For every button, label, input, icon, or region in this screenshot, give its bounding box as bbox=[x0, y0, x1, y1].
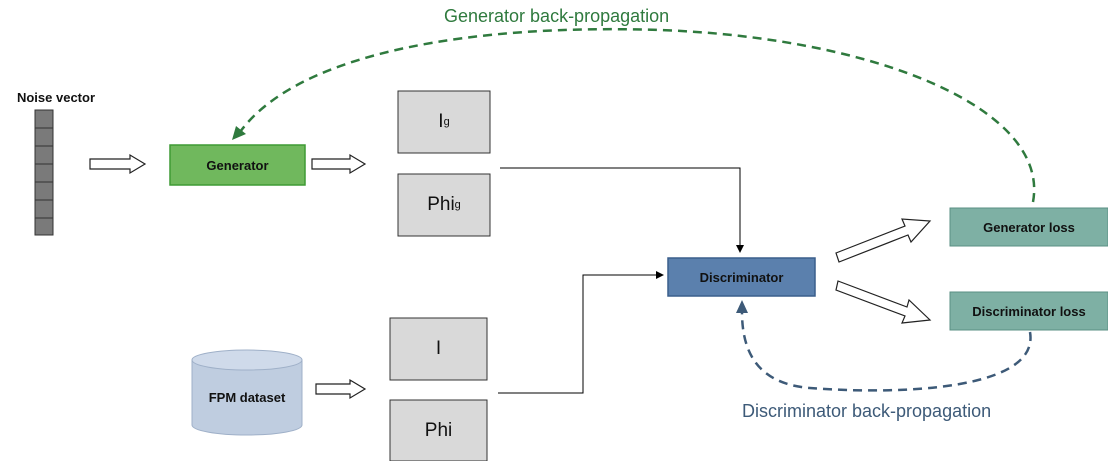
discriminator-backprop-label: Discriminator back-propagation bbox=[742, 401, 992, 421]
real-to-discriminator-line bbox=[498, 271, 664, 394]
discriminator-loss-label: Discriminator loss bbox=[972, 303, 1086, 319]
phi-real-label: Phi bbox=[424, 419, 453, 441]
generator-loss-label: Generator loss bbox=[983, 219, 1075, 235]
i-g-main: I bbox=[438, 111, 444, 132]
discriminator-loss-box bbox=[949, 291, 1108, 331]
generator-backprop-arrowhead bbox=[232, 126, 246, 140]
phi-g-subscript: g bbox=[454, 199, 461, 211]
i-g-box bbox=[397, 90, 491, 154]
generator-loss-box bbox=[949, 207, 1108, 247]
discriminator-label: Discriminator bbox=[699, 269, 784, 285]
i-g-subscript: g bbox=[443, 116, 450, 128]
i-real-box bbox=[389, 317, 488, 381]
noise-vector-stack bbox=[34, 109, 54, 236]
phi-g-box bbox=[397, 173, 491, 237]
fpm-dataset-label: FPM dataset bbox=[208, 389, 286, 405]
generator-backprop-label: Generator back-propagation bbox=[444, 6, 670, 26]
phi-g-main: Phi bbox=[427, 194, 455, 215]
generator-backprop-curve bbox=[238, 27, 1036, 203]
generated-to-discriminator-line bbox=[500, 167, 744, 253]
disc-to-genloss-arrow bbox=[835, 218, 932, 263]
fpm-dataset-cylinder bbox=[191, 349, 303, 436]
generator-to-outputs-arrow bbox=[311, 153, 367, 175]
disc-to-discloss-arrow bbox=[835, 280, 932, 324]
noise-vector-label: Noise vector bbox=[16, 89, 96, 105]
i-real-label: I bbox=[435, 338, 442, 359]
noise-to-generator-arrow bbox=[89, 153, 147, 175]
dataset-to-real-arrow bbox=[315, 378, 367, 400]
discriminator-backprop-curve bbox=[740, 311, 1032, 392]
discriminator-box bbox=[667, 257, 816, 297]
discriminator-backprop-arrowhead bbox=[736, 300, 748, 313]
generator-label: Generator bbox=[206, 157, 269, 173]
phi-real-box bbox=[389, 399, 488, 461]
generator-box bbox=[169, 144, 306, 186]
